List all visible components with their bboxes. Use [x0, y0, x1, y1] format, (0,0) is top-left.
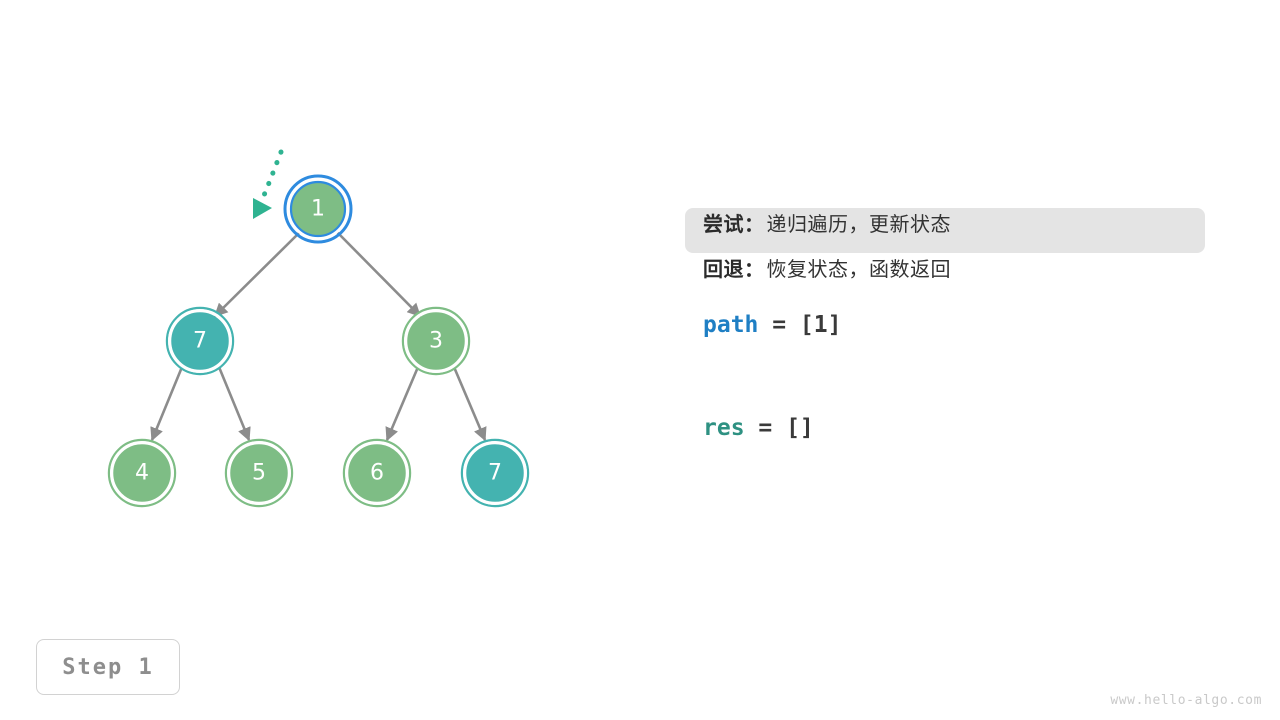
backtrack-step-label: 回退：	[703, 259, 765, 281]
node-7-right-gap-ring	[463, 441, 527, 505]
path-variable-row: path = [1]	[685, 312, 1205, 338]
tree-node-7-left[interactable]: 7	[165, 306, 235, 376]
node-4-outer-ring	[107, 438, 177, 508]
edge-3-to-7	[452, 366, 487, 442]
node-4-circle	[113, 444, 171, 502]
node-7-left-gap-ring	[168, 309, 232, 373]
backtrack-step-row: 回退： 恢复状态，函数返回	[685, 253, 1205, 298]
node-1-gap-ring	[287, 178, 349, 240]
node-5-gap-ring	[227, 441, 291, 505]
node-6-circle	[348, 444, 406, 502]
edge-1-to-3	[336, 231, 421, 317]
path-variable-name: path	[703, 312, 759, 338]
backtrack-step-text: 恢复状态，函数返回	[766, 259, 951, 281]
edge-7-to-5	[217, 366, 251, 442]
node-7-left-outer-ring	[165, 306, 235, 376]
node-6-gap-ring	[345, 441, 409, 505]
res-variable-value: = []	[744, 415, 814, 441]
res-variable-row: res = []	[685, 415, 1205, 441]
path-variable-value: = [1]	[758, 312, 842, 338]
binary-tree-diagram: 1 7 3 4 5 6 7	[107, 149, 530, 508]
node-5-label: 5	[252, 461, 266, 486]
edge-7-to-4	[150, 366, 184, 442]
try-step-text: 递归遍历，更新状态	[766, 214, 951, 236]
node-5-circle	[230, 444, 288, 502]
info-panel: 尝试： 递归遍历，更新状态 回退： 恢复状态，函数返回 path = [1] r…	[685, 208, 1205, 441]
recursion-pointer-arrow	[253, 149, 284, 219]
tree-node-5[interactable]: 5	[224, 438, 294, 508]
node-3-circle	[407, 312, 465, 370]
tree-node-1[interactable]: 1	[283, 174, 353, 244]
node-1-circle	[289, 180, 347, 238]
try-step-label: 尝试：	[703, 214, 765, 236]
node-1-outer-ring	[283, 174, 353, 244]
tree-node-6[interactable]: 6	[342, 438, 412, 508]
node-6-label: 6	[370, 461, 384, 486]
node-7-right-label: 7	[488, 461, 502, 486]
node-1-label: 1	[311, 197, 325, 222]
tree-node-7-right[interactable]: 7	[460, 438, 530, 508]
res-variable-name: res	[703, 415, 745, 441]
node-4-label: 4	[135, 461, 149, 486]
node-7-right-circle	[466, 444, 524, 502]
node-7-left-label: 7	[193, 329, 207, 354]
node-6-outer-ring	[342, 438, 412, 508]
node-3-outer-ring	[401, 306, 471, 376]
edge-3-to-6	[385, 366, 420, 442]
try-step-row: 尝试： 递归遍历，更新状态	[685, 208, 1205, 253]
node-3-gap-ring	[404, 309, 468, 373]
tree-edges	[150, 231, 487, 442]
step-badge: Step 1	[36, 639, 180, 695]
watermark: www.hello-algo.com	[1110, 693, 1262, 708]
node-7-right-outer-ring	[460, 438, 530, 508]
node-7-left-circle	[171, 312, 229, 370]
tree-node-4[interactable]: 4	[107, 438, 177, 508]
edge-1-to-7	[214, 231, 301, 317]
node-5-outer-ring	[224, 438, 294, 508]
node-3-label: 3	[429, 329, 443, 354]
tree-node-3[interactable]: 3	[401, 306, 471, 376]
node-4-gap-ring	[110, 441, 174, 505]
